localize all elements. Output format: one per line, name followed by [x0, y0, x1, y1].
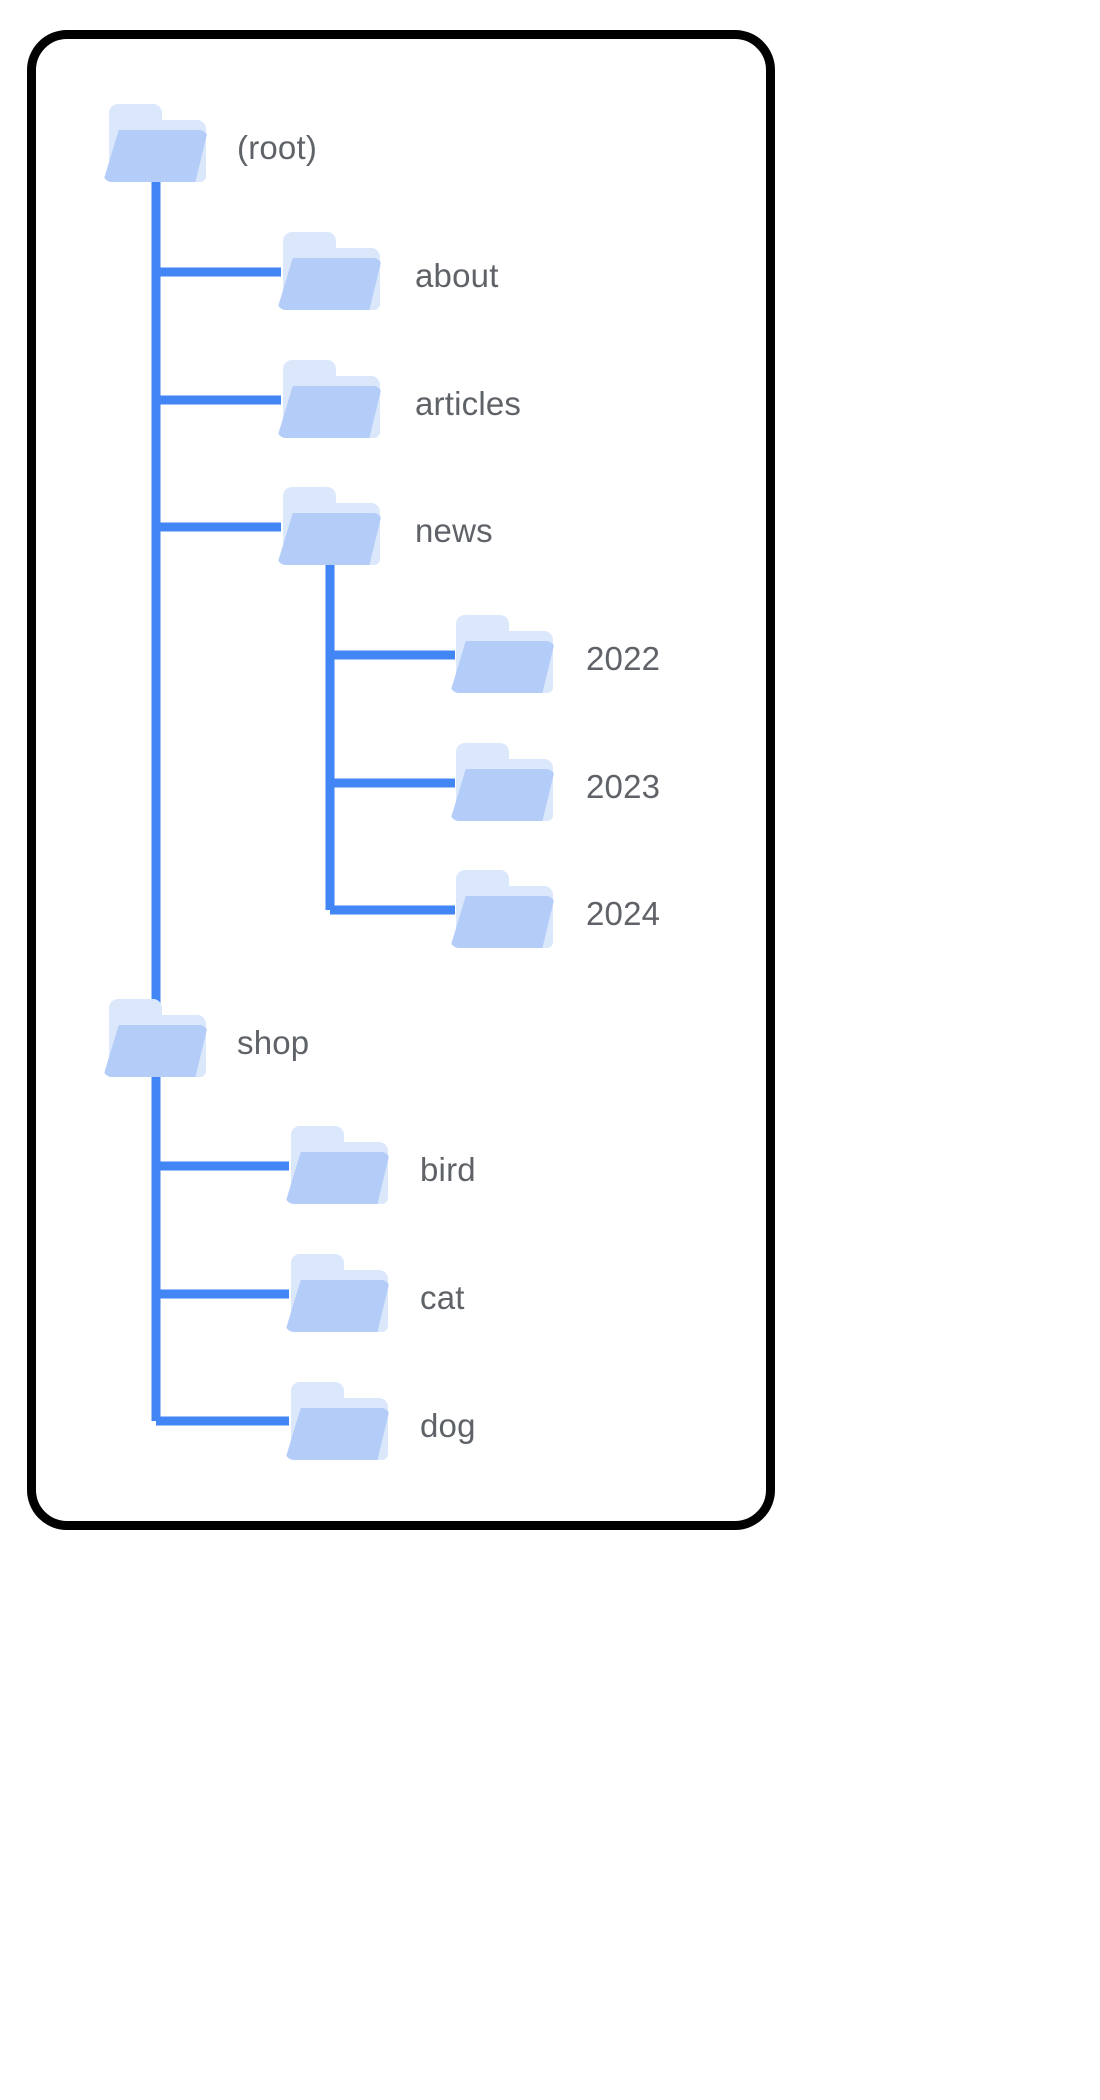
tree-node-label: cat	[420, 1279, 465, 1316]
folder-icon	[450, 615, 570, 695]
tree-node-dog[interactable]: dog	[285, 1382, 475, 1462]
tree-node-2023[interactable]: 2023	[450, 743, 660, 823]
tree-node-cat[interactable]: cat	[285, 1254, 464, 1334]
folder-icon	[285, 1254, 405, 1334]
folder-icon	[450, 743, 570, 823]
tree-node-bird[interactable]: bird	[285, 1126, 476, 1206]
tree-node-label: articles	[415, 385, 522, 422]
tree-node-root[interactable]: (root)	[103, 104, 317, 184]
tree-node-2022[interactable]: 2022	[450, 615, 660, 695]
tree-node-news[interactable]: news	[277, 487, 493, 567]
folder-icon	[277, 487, 397, 567]
tree-node-label: 2024	[586, 895, 661, 932]
tree-node-2024[interactable]: 2024	[450, 870, 660, 950]
folder-icon	[103, 999, 223, 1079]
tree-node-label: 2022	[586, 640, 661, 677]
folder-icon	[103, 104, 223, 184]
tree-node-label: news	[415, 512, 493, 549]
tree-node-label: (root)	[237, 129, 318, 166]
tree-node-articles[interactable]: articles	[277, 360, 521, 440]
tree-node-label: dog	[420, 1407, 476, 1444]
tree-node-about[interactable]: about	[277, 232, 498, 312]
tree-node-label: shop	[237, 1024, 310, 1061]
folder-icon	[277, 360, 397, 440]
tree-node-shop[interactable]: shop	[103, 999, 309, 1079]
tree-node-label: bird	[420, 1151, 476, 1188]
tree-node-label: about	[415, 257, 499, 294]
folder-icon	[450, 870, 570, 950]
tree-node-label: 2023	[586, 768, 661, 805]
folder-icon	[285, 1126, 405, 1206]
folder-icon	[285, 1382, 405, 1462]
folder-icon	[277, 232, 397, 312]
